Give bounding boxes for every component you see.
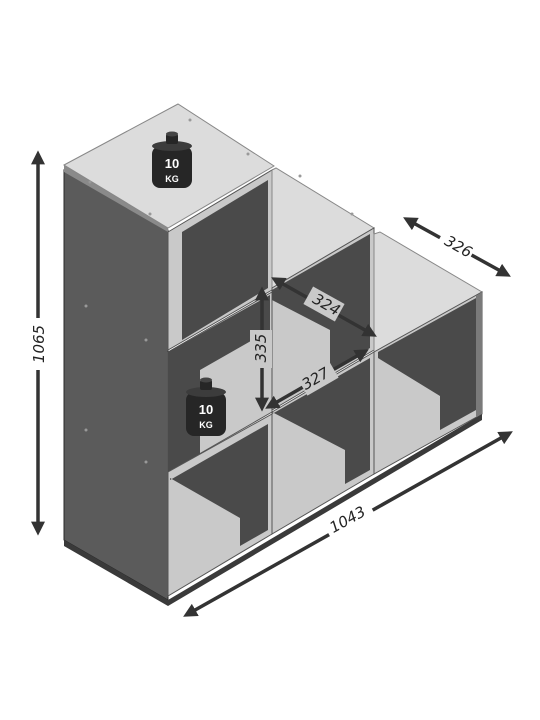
height-label: 1065 bbox=[30, 325, 48, 363]
compartment-1-top-back bbox=[182, 180, 268, 340]
weight-value-top: 10 bbox=[165, 156, 179, 171]
weight-value-middle: 10 bbox=[199, 402, 213, 417]
screw-holes bbox=[84, 118, 354, 464]
left-side-panel bbox=[63, 169, 169, 601]
right-end-panel bbox=[476, 292, 482, 418]
compartment-3-back bbox=[378, 298, 476, 430]
weight-icon-top: 10 KG bbox=[152, 131, 192, 188]
weight-unit-top: KG bbox=[165, 174, 179, 184]
weight-icon-middle: 10 KG bbox=[186, 377, 226, 436]
weight-unit-middle: KG bbox=[199, 420, 213, 430]
compartment-height-label: 335 bbox=[252, 334, 270, 363]
